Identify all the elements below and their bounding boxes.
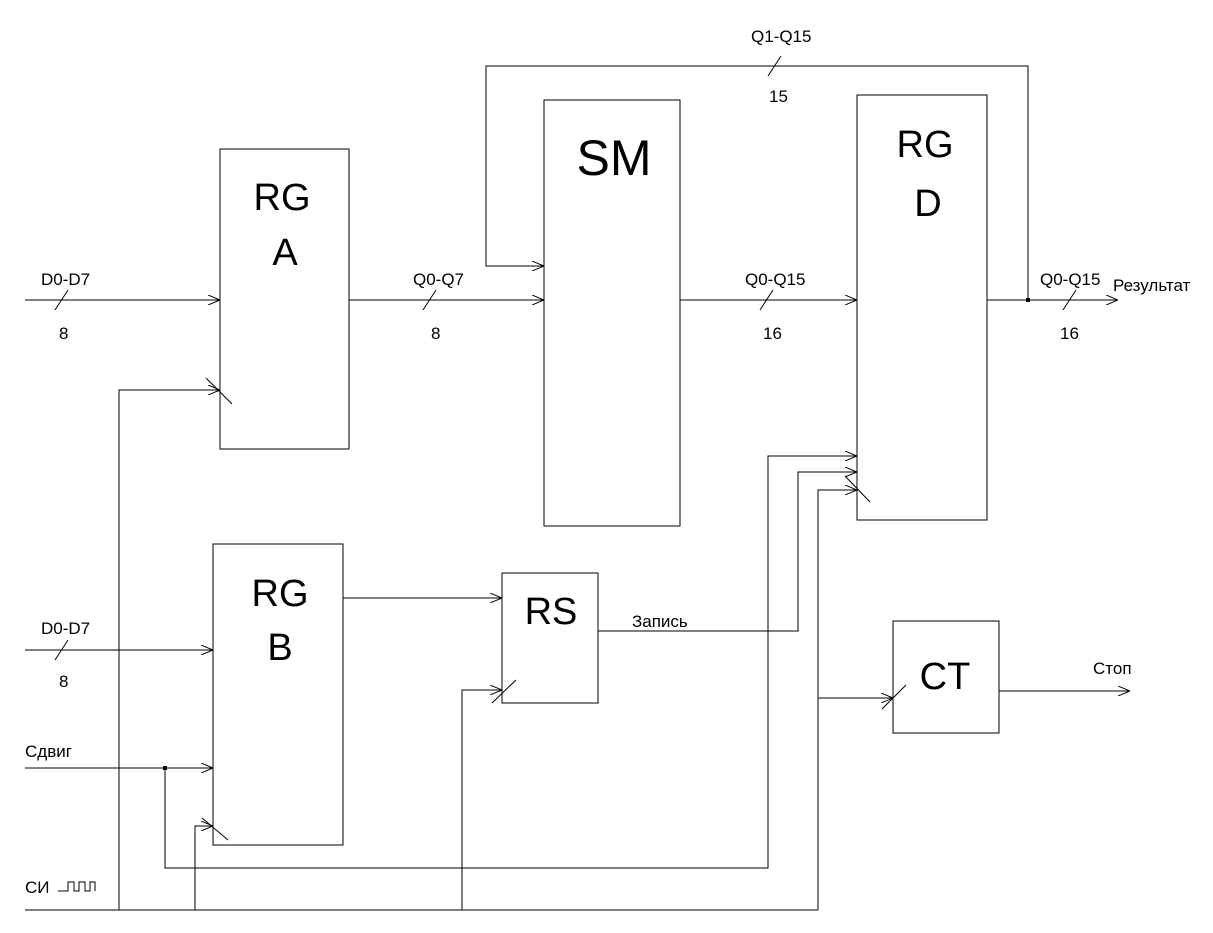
clock-pulse-icon [58, 881, 96, 892]
ct-title: CT [920, 656, 971, 698]
shift-signal: Сдвиг [25, 456, 857, 869]
clock-label: СИ [25, 878, 50, 897]
result-bus-width: 16 [1060, 324, 1079, 343]
ct-block: CT [892, 620, 1000, 734]
sm-to-d-bus: Q0-Q15 16 [680, 270, 857, 343]
result-bus: Q0-Q15 16 Результат [987, 270, 1191, 343]
a-to-sm-width: 8 [431, 324, 440, 343]
sm-block: SM [543, 99, 681, 527]
stop-signal: Стоп [999, 659, 1132, 691]
rs-block: RS [501, 572, 599, 704]
feedback-width: 15 [769, 87, 788, 106]
write-signal: Запись [598, 472, 857, 632]
rg-a-block: RG A [219, 148, 350, 450]
sm-to-d-width: 16 [763, 324, 782, 343]
stop-label: Стоп [1093, 659, 1132, 678]
rg-b-subtitle: B [267, 627, 292, 669]
d-input-a-bus: D0-D7 8 [25, 270, 220, 343]
result-label: Результат [1113, 276, 1191, 295]
rg-b-block: RG B [212, 543, 344, 846]
rg-d-block: RG D [856, 94, 988, 521]
rg-a-title: RG [254, 177, 311, 219]
a-to-sm-bus: Q0-Q7 8 [349, 270, 544, 343]
sm-title: SM [577, 130, 652, 186]
rs-title: RS [525, 591, 578, 633]
rg-b-title: RG [252, 573, 309, 615]
feedback-label: Q1-Q15 [751, 27, 811, 46]
a-to-sm-label: Q0-Q7 [413, 270, 464, 289]
write-label: Запись [632, 612, 688, 631]
rg-a-subtitle: A [272, 232, 298, 274]
d-input-a-label: D0-D7 [41, 270, 90, 289]
clock-signal: СИ [25, 377, 907, 911]
rg-d-subtitle: D [914, 183, 941, 225]
shift-label: Сдвиг [25, 742, 72, 761]
junction-dot [1026, 298, 1030, 302]
rg-d-title: RG [897, 124, 954, 166]
d-input-a-width: 8 [59, 324, 68, 343]
feedback-bus: Q1-Q15 15 [485, 27, 1029, 300]
d-input-b-label: D0-D7 [41, 619, 90, 638]
result-bus-label: Q0-Q15 [1040, 270, 1100, 289]
d-input-b-width: 8 [59, 672, 68, 691]
sm-to-d-label: Q0-Q15 [745, 270, 805, 289]
